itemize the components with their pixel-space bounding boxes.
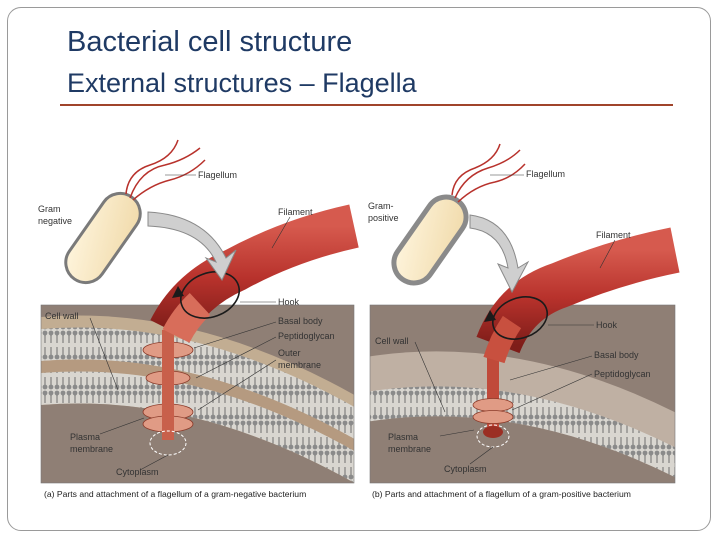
gram-negative-cell <box>64 191 142 285</box>
label-gram-positive-b1: Gram- <box>368 201 394 211</box>
panel-a-leaders <box>89 174 291 471</box>
panel-b-envelope <box>370 305 675 483</box>
panel-a: Flagellum Gram negative Filament Hook Ce… <box>38 139 359 499</box>
label-gram-positive-b2: positive <box>368 213 399 223</box>
slide-subtitle: External structures – Flagella <box>67 68 417 98</box>
label-hook-b: Hook <box>596 320 618 330</box>
label-flagellum-a: Flagellum <box>198 170 237 180</box>
gram-positive-cell <box>391 194 469 286</box>
label-cytoplasm-b: Cytoplasm <box>444 464 487 474</box>
panel-b: Flagellum Gram- positive Filament Hook C… <box>368 143 680 499</box>
slide-title: Bacterial cell structure <box>67 26 353 58</box>
label-filament-b: Filament <box>596 230 631 240</box>
label-gram-negative-a2: negative <box>38 216 72 226</box>
title-rule <box>60 104 673 106</box>
label-flagellum-b: Flagellum <box>526 169 565 179</box>
panel-a-envelope <box>41 305 354 483</box>
label-peptidoglycan-a: Peptidoglycan <box>278 331 335 341</box>
label-basal-body-a: Basal body <box>278 316 323 326</box>
label-plasma-membrane-a1: Plasma <box>70 432 100 442</box>
label-filament-a: Filament <box>278 207 313 217</box>
label-cytoplasm-a: Cytoplasm <box>116 467 159 477</box>
label-outer-membrane-a1: Outer <box>278 348 301 358</box>
label-cell-wall-b: Cell wall <box>375 336 409 346</box>
label-cell-wall-a: Cell wall <box>45 311 79 321</box>
label-hook-a: Hook <box>278 297 300 307</box>
label-basal-body-b: Basal body <box>594 350 639 360</box>
label-gram-negative-a1: Gram <box>38 204 61 214</box>
caption-a: (a) Parts and attachment of a flagellum … <box>44 489 306 499</box>
label-plasma-membrane-b2: membrane <box>388 444 431 454</box>
slide-frame <box>7 7 711 531</box>
panel-b-leaders <box>414 174 616 465</box>
label-plasma-membrane-a2: membrane <box>70 444 113 454</box>
caption-b: (b) Parts and attachment of a flagellum … <box>372 489 631 499</box>
label-peptidoglycan-b: Peptidoglycan <box>594 369 651 379</box>
label-plasma-membrane-b1: Plasma <box>388 432 418 442</box>
label-outer-membrane-a2: membrane <box>278 360 321 370</box>
